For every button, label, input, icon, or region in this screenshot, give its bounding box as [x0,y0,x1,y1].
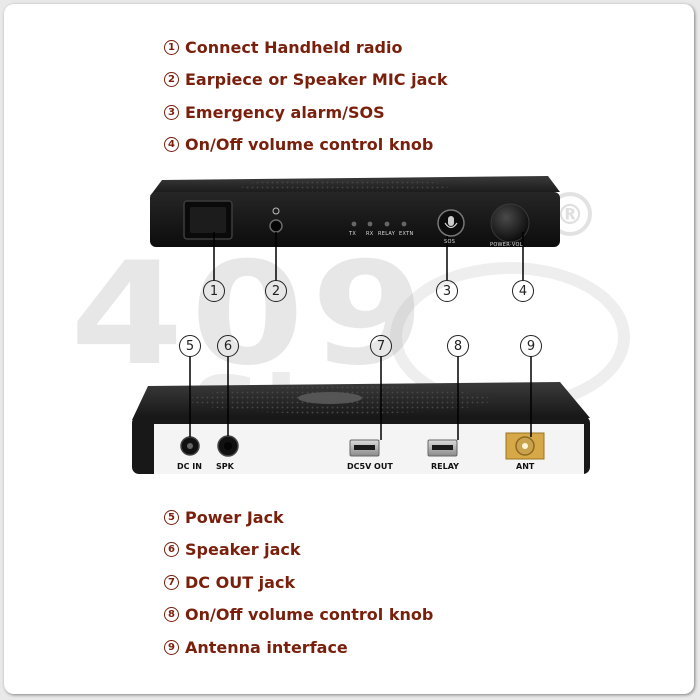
volume-knob [490,203,530,243]
legend-bottom: 5 Power Jack 6 Speaker jack 7 DC OUT jack 8… [164,501,433,664]
legend-label: On/Off volume control knob [185,605,434,625]
front-panel-device [150,176,560,281]
radio-connector-inner [190,207,226,233]
microphone-icon-stand [444,222,458,229]
legend-item-9: 9 Antenna interface [164,631,433,664]
relay-usb-tongue [432,445,453,450]
port-label-relay: RELAY [431,462,459,471]
legend-number: 1 [164,39,179,55]
callout-3: 3 [436,280,458,302]
led-label-relay: RELAY [378,231,396,237]
legend-item-1: 1 Connect Handheld radio [164,31,448,64]
led-relay [384,221,390,227]
legend-number: 3 [164,104,179,120]
legend-number: 7 [164,574,179,590]
legend-number: 8 [164,607,179,623]
microphone-icon [448,216,454,226]
legend-number: 4 [164,137,179,153]
headphone-icon [272,207,280,215]
sos-label: SOS [444,239,456,245]
dc-in-pin [187,443,193,449]
port-label-dc5v-out: DC5V OUT [347,462,393,471]
legend-label: Emergency alarm/SOS [185,102,385,122]
led-label-extn: EXTN [399,231,414,237]
callout-5: 5 [179,335,201,357]
legend-number: 6 [164,542,179,558]
spk-jack-hole [224,442,232,450]
dc5v-out-usb-tongue [354,445,375,450]
back-panel-device [132,356,590,474]
legend-label: Power Jack [185,507,284,527]
led-label-rx: RX [366,231,374,237]
legend-item-3: 3 Emergency alarm/SOS [164,96,448,129]
back-device-badge [298,392,362,404]
port-label-dc-in: DC IN [177,462,202,471]
front-device-vent [240,179,450,193]
antenna-sma-pin [522,443,528,449]
legend-top: 1 Connect Handheld radio 2 Earpiece or Spe… [164,31,448,161]
callout-4: 4 [512,280,534,302]
legend-number: 2 [164,72,179,88]
legend-item-8: 8 On/Off volume control knob [164,599,433,632]
legend-label: DC OUT jack [185,572,296,592]
led-extn [401,221,407,227]
legend-label: Antenna interface [185,637,348,657]
callout-6: 6 [217,335,239,357]
callout-7: 7 [370,335,392,357]
legend-label: Earpiece or Speaker MIC jack [185,70,448,90]
legend-number: 5 [164,509,179,525]
earpiece-jack [269,219,283,233]
led-rx [367,221,373,227]
callout-2: 2 [265,280,287,302]
legend-item-2: 2 Earpiece or Speaker MIC jack [164,64,448,97]
legend-number: 9 [164,639,179,655]
legend-label: Connect Handheld radio [185,37,403,57]
legend-item-7: 7 DC OUT jack [164,566,433,599]
port-label-ant: ANT [516,462,535,471]
legend-label: On/Off volume control knob [185,135,434,155]
callout-8: 8 [447,335,469,357]
legend-item-6: 6 Speaker jack [164,534,433,567]
led-label-tx: TX [349,231,357,237]
port-label-spk: SPK [216,462,234,471]
callout-9: 9 [520,335,542,357]
knob-label: POWER·VOL [490,242,523,248]
led-tx [351,221,357,227]
legend-item-4: 4 On/Off volume control knob [164,129,448,162]
callout-1: 1 [203,280,225,302]
legend-label: Speaker jack [185,540,301,560]
legend-item-5: 5 Power Jack [164,501,433,534]
